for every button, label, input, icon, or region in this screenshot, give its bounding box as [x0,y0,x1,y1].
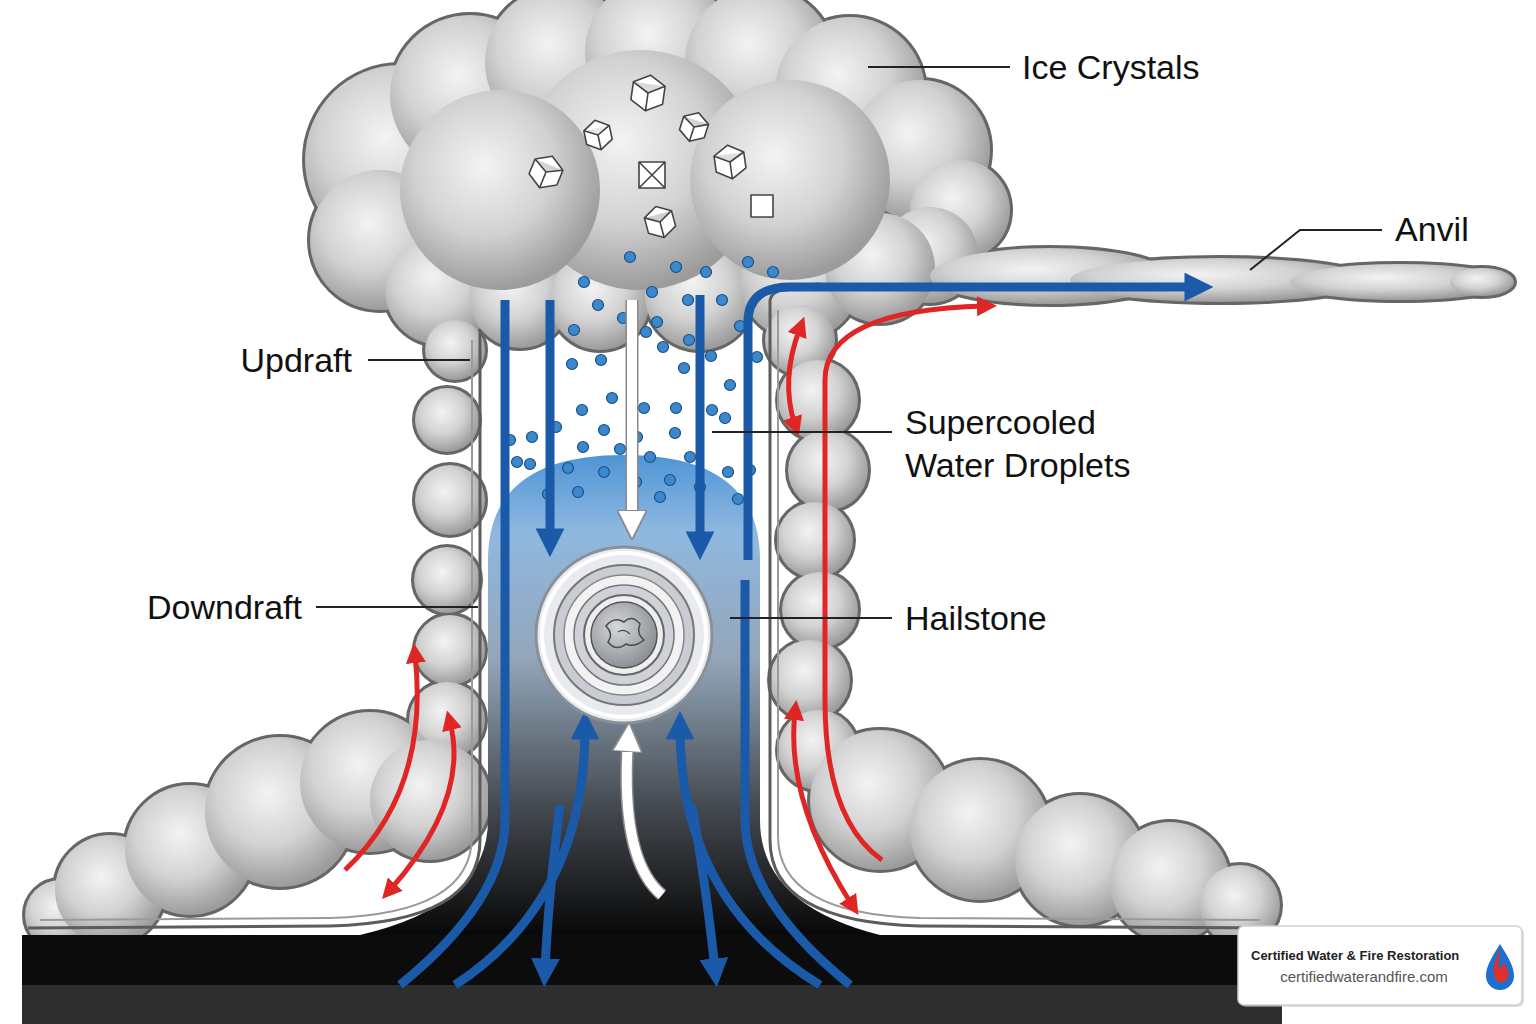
ground [22,935,1282,1024]
callout-label: Anvil [1395,209,1469,249]
callout-label: Ice Crystals [1022,47,1200,87]
callout-label: Updraft [241,340,353,380]
label-slot: Downdraft [147,587,302,627]
callout-label: Downdraft [147,587,302,627]
label-slot: Anvil [1395,209,1469,249]
air-flow-arrows [400,287,1196,985]
label-slot: Ice Crystals [1022,47,1200,87]
hailstone-figure [536,547,712,723]
storm-cloud [25,0,1514,950]
warm-air-arrows [345,306,985,905]
watermark-text: Certified Water & Fire Restoration [1251,948,1459,964]
label-slot: Certified Water & Fire Restoration [1251,948,1459,964]
ice-crystals [526,73,773,241]
label-slot: Supercooled Water Droplets [905,401,1185,487]
leader-lines [316,67,1382,618]
label-slot: Updraft [241,340,353,380]
callout-label: Supercooled Water Droplets [905,401,1185,487]
label-slot: certifiedwaterandfire.com [1244,968,1484,986]
watermark-badge [1238,926,1524,1007]
column-core [360,455,880,935]
label-slot: Hailstone [905,598,1047,638]
watermark-text: certifiedwaterandfire.com [1244,968,1484,986]
column-outline [28,284,1272,928]
callout-label: Hailstone [905,598,1047,638]
